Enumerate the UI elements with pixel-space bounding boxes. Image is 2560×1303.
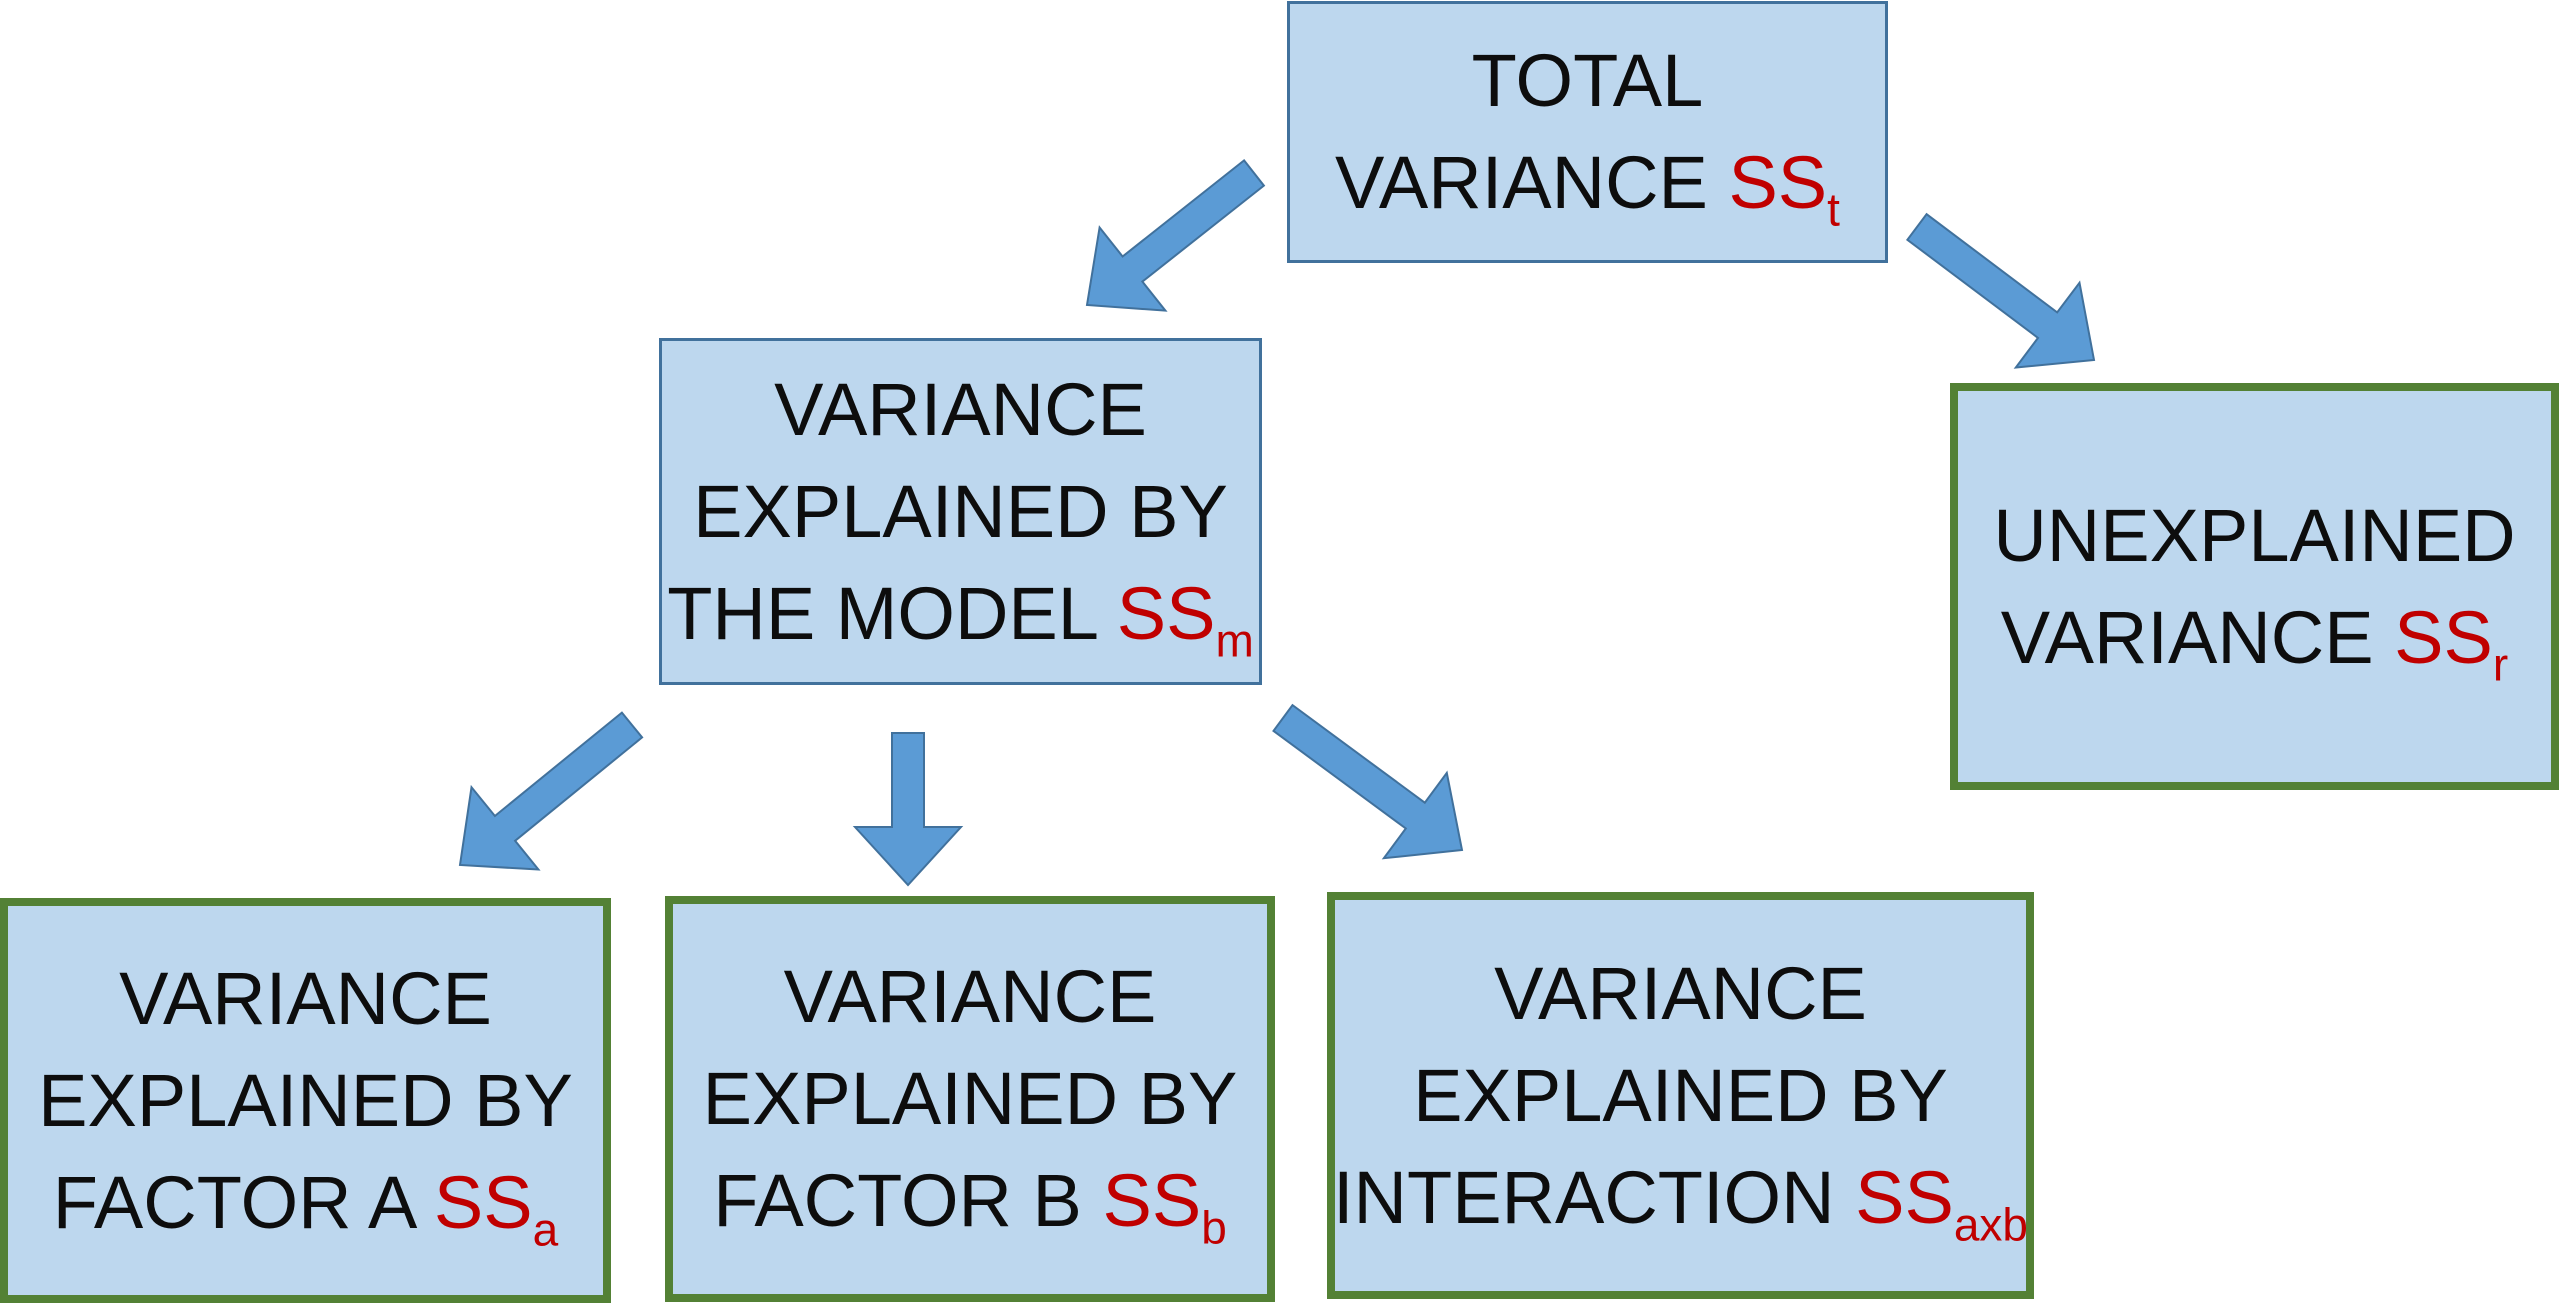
model-variance-line-1: VARIANCE — [774, 367, 1147, 451]
unexplained-variance-last-line: VARIANCE SSr — [2000, 595, 2509, 690]
factor-a-last-line: FACTOR A SSa — [52, 1160, 559, 1255]
unexplained-variance-line-1: UNEXPLAINED — [1993, 493, 2516, 577]
ss-r-label: SSr — [2394, 595, 2509, 690]
unexplained-variance-box: UNEXPLAINED VARIANCE SSr — [1950, 383, 2559, 790]
ss-axb-label: SSaxb — [1855, 1155, 2029, 1250]
interaction-line-1: VARIANCE — [1494, 951, 1867, 1035]
arrow-model-to-interaction — [1272, 703, 1464, 860]
ss-m-label: SSm — [1116, 571, 1254, 666]
factor-a-line-2: EXPLAINED BY — [38, 1058, 573, 1142]
interaction-last-line: INTERACTION SSaxb — [1333, 1155, 2029, 1250]
factor-b-last-line: FACTOR B SSb — [713, 1159, 1227, 1254]
model-variance-last-line: THE MODEL SSm — [667, 571, 1254, 666]
factor-a-line-1: VARIANCE — [119, 956, 492, 1040]
arrow-model-to-factor_b — [852, 732, 964, 887]
factor-b-line-2: EXPLAINED BY — [702, 1057, 1238, 1140]
model-variance-line-2: EXPLAINED BY — [693, 469, 1228, 553]
total-variance-last-line: VARIANCE SSt — [1335, 141, 1840, 236]
total-variance-line-1: TOTAL — [1471, 39, 1704, 122]
arrow-model-to-factor_a — [458, 711, 644, 871]
factor-b-line-1: VARIANCE — [783, 955, 1157, 1038]
ss-a-label: SSa — [433, 1160, 559, 1255]
arrow-total-to-model — [1085, 158, 1266, 312]
model-variance-box: VARIANCE EXPLAINED BY THE MODEL SSm — [659, 338, 1262, 685]
ss-b-label: SSb — [1102, 1159, 1227, 1254]
total-variance-box: TOTAL VARIANCE SSt — [1287, 1, 1888, 263]
ss-t-label: SSt — [1728, 141, 1840, 236]
interaction-line-2: EXPLAINED BY — [1413, 1053, 1948, 1137]
interaction-variance-box: VARIANCE EXPLAINED BY INTERACTION SSaxb — [1327, 892, 2034, 1299]
factor-a-variance-box: VARIANCE EXPLAINED BY FACTOR A SSa — [0, 898, 611, 1303]
factor-b-variance-box: VARIANCE EXPLAINED BY FACTOR B SSb — [665, 896, 1275, 1302]
arrow-total-to-residual — [1906, 212, 2096, 369]
